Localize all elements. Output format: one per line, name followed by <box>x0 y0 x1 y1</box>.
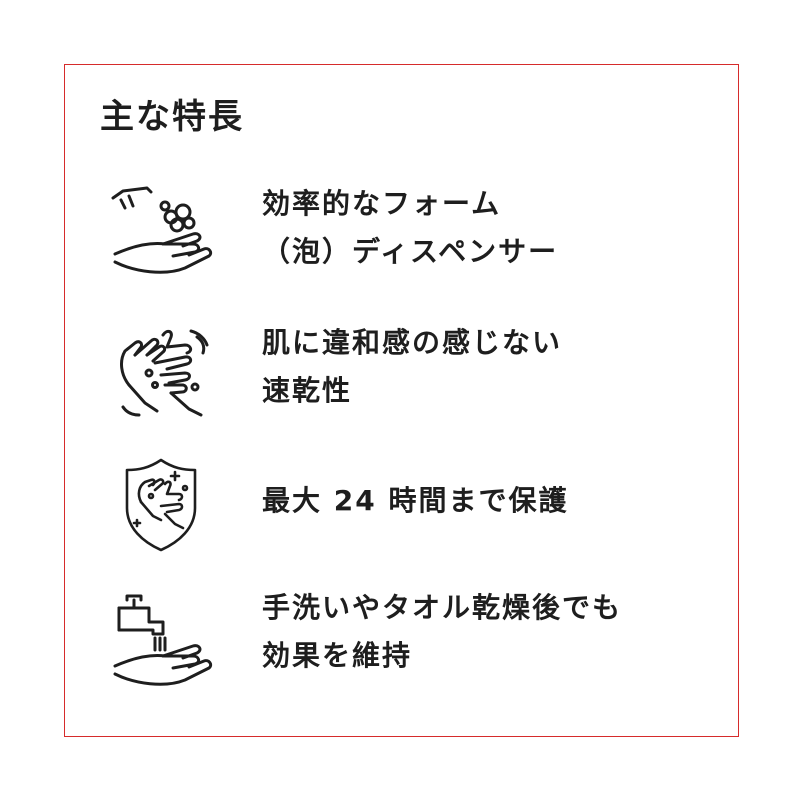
section-heading: 主な特長 <box>100 97 244 137</box>
foam-dispenser-hand-icon <box>105 176 217 286</box>
feature-line: 最大 24 時間まで保護 <box>262 484 569 517</box>
feature-item-foam-dispenser: 効率的なフォーム （泡）ディスペンサー <box>105 176 725 286</box>
rubbing-hands-icon <box>105 315 217 425</box>
feature-text: 肌に違和感の感じない 速乾性 <box>262 319 562 415</box>
faucet-hand-icon <box>105 588 217 698</box>
feature-item-lasting-effect: 手洗いやタオル乾燥後でも 効果を維持 <box>105 588 725 698</box>
feature-line: 速乾性 <box>262 374 353 407</box>
feature-text: 効率的なフォーム （泡）ディスペンサー <box>262 180 558 276</box>
feature-text: 最大 24 時間まで保護 <box>262 477 568 525</box>
feature-line: 効果を維持 <box>262 639 413 672</box>
feature-line: 肌に違和感の感じない <box>262 326 563 359</box>
shield-hands-24h-icon <box>105 450 217 560</box>
feature-line: 手洗いやタオル乾燥後でも <box>262 591 623 624</box>
feature-line: （泡）ディスペンサー <box>262 235 559 268</box>
feature-line: 効率的なフォーム <box>262 187 502 220</box>
feature-item-quick-drying: 肌に違和感の感じない 速乾性 <box>105 315 725 425</box>
feature-panel-frame <box>64 64 739 737</box>
feature-text: 手洗いやタオル乾燥後でも 効果を維持 <box>262 584 622 680</box>
feature-item-24h-protection: 最大 24 時間まで保護 <box>105 450 725 560</box>
